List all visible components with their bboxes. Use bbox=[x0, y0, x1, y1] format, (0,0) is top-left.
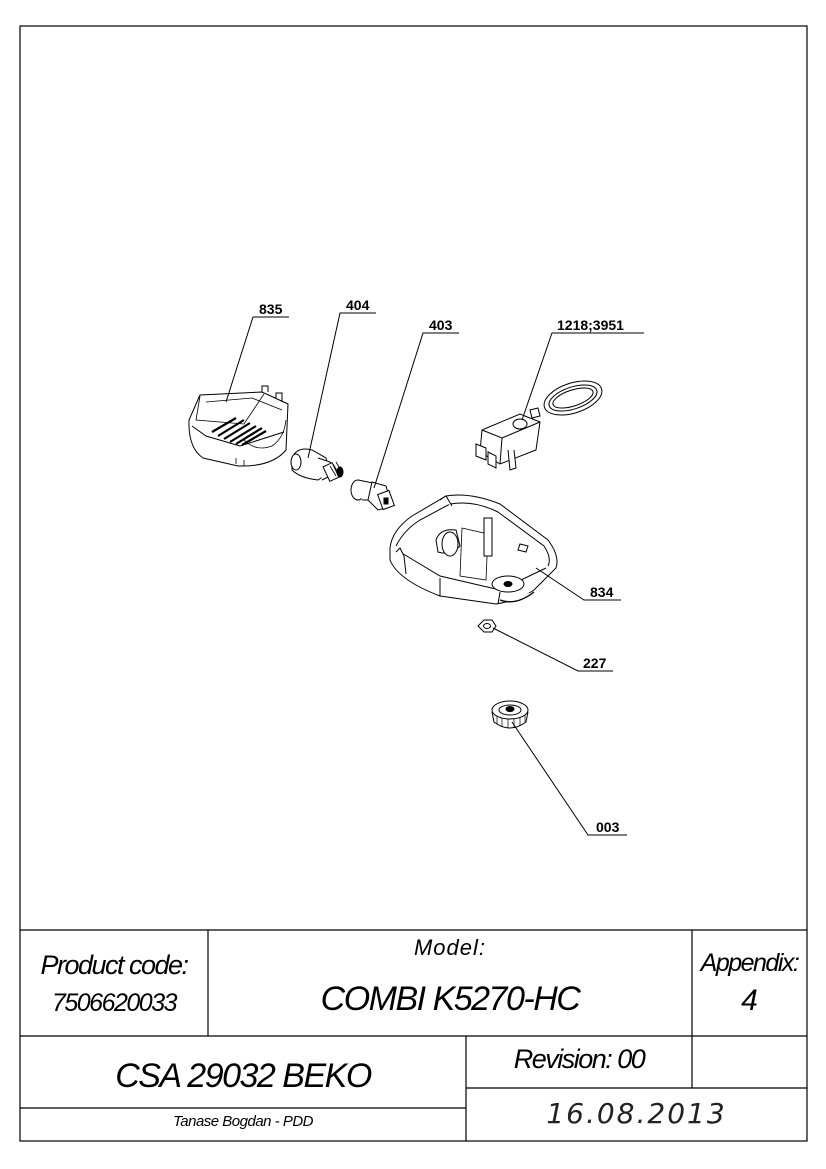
part-403-lamp-holder bbox=[350, 479, 396, 511]
drawing-name: CSA 29032 BEKO bbox=[115, 1057, 372, 1095]
callout-403: 403 bbox=[429, 317, 453, 333]
part-404-lamp-bulb bbox=[290, 448, 344, 483]
callout-834: 834 bbox=[590, 584, 614, 600]
model-value: COMBI K5270-HC bbox=[320, 980, 581, 1018]
drawing-frame bbox=[19, 25, 808, 1142]
leader-835 bbox=[225, 316, 289, 403]
part-227-nut bbox=[477, 619, 497, 633]
product-code-value: 7506620033 bbox=[51, 989, 178, 1017]
date: 16.08.2013 bbox=[546, 1097, 727, 1130]
leader-404 bbox=[307, 312, 376, 459]
leader-lines bbox=[225, 312, 644, 836]
leader-834 bbox=[535, 567, 621, 601]
part-1218-3951-switch bbox=[475, 380, 603, 471]
callout-1218-3951: 1218;3951 bbox=[557, 317, 624, 333]
callout-835: 835 bbox=[259, 301, 283, 317]
appendix-label: Appendix: bbox=[700, 949, 800, 977]
part-835-cover bbox=[188, 385, 289, 467]
leader-1218 bbox=[521, 332, 644, 421]
leader-003 bbox=[511, 721, 627, 836]
product-code-label: Product code: bbox=[40, 950, 189, 980]
appendix-value: 4 bbox=[741, 984, 758, 1017]
leader-227 bbox=[492, 627, 613, 672]
revision: Revision: 00 bbox=[513, 1044, 646, 1074]
part-003-knob bbox=[491, 700, 529, 729]
callout-227: 227 bbox=[583, 655, 607, 671]
callout-404: 404 bbox=[346, 297, 370, 313]
leader-403 bbox=[373, 332, 459, 489]
callout-003: 003 bbox=[596, 819, 620, 835]
author: Tanase Bogdan - PDD bbox=[172, 1113, 314, 1130]
model-label: Model: bbox=[413, 935, 487, 960]
title-block-grid bbox=[20, 929, 807, 1141]
part-834-lamp-housing bbox=[389, 494, 558, 605]
